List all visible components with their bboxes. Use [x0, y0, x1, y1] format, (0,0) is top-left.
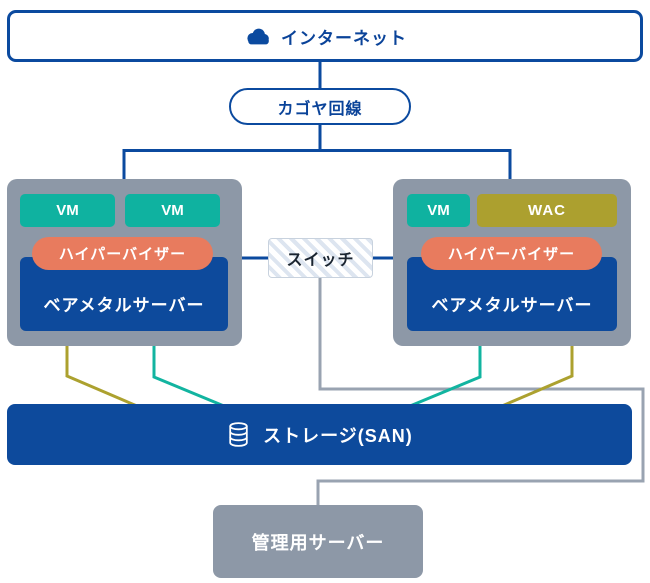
- hypervisor-pill-right: ハイパーバイザー: [421, 237, 602, 270]
- wac-box: WAC: [477, 194, 617, 227]
- cloud-icon: [243, 26, 271, 47]
- database-icon: [226, 421, 251, 448]
- management-server-label: 管理用サーバー: [251, 532, 385, 553]
- vm-box-left-2: VM: [125, 194, 220, 227]
- switch-label: スイッチ: [286, 252, 355, 269]
- vm-box-left-1: VM: [20, 194, 115, 227]
- switch-box: スイッチ: [268, 238, 373, 278]
- hypervisor-pill-left: ハイパーバイザー: [32, 237, 213, 270]
- management-server-box: 管理用サーバー: [213, 505, 423, 578]
- storage-san-bar: ストレージ(SAN): [7, 404, 632, 465]
- storage-label: ストレージ(SAN): [263, 425, 413, 446]
- kagoya-line-label: カゴヤ回線: [277, 100, 363, 118]
- kagoya-line-pill: カゴヤ回線: [229, 88, 411, 125]
- vm-box-right: VM: [407, 194, 470, 227]
- internet-label: インターネット: [281, 28, 407, 48]
- internet-box: インターネット: [7, 10, 643, 62]
